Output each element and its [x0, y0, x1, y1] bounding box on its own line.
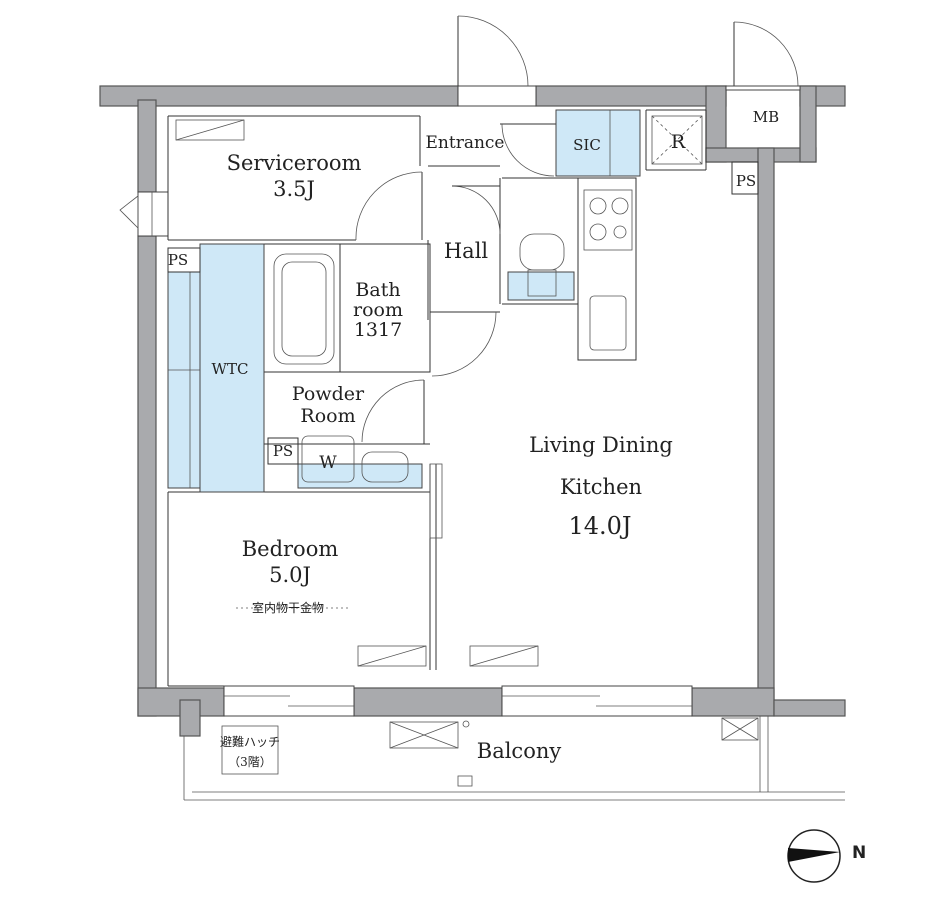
wall-bottom-middle	[353, 687, 503, 717]
bathroom-label-line2: room	[353, 299, 403, 321]
entrance-door	[457, 15, 537, 107]
wtc-label: WTC	[212, 360, 249, 378]
kitchen-sink	[589, 295, 627, 351]
wall-left-upper	[137, 99, 157, 193]
wall-bottom-stub	[179, 699, 201, 737]
serviceroom-size: 3.5J	[273, 177, 315, 201]
wtc-shelf	[167, 271, 201, 489]
wall-left-lower	[137, 235, 157, 717]
sic-label: SIC	[573, 136, 601, 154]
hall-label: Hall	[444, 239, 489, 263]
compass-north-label: N	[852, 843, 866, 863]
ps-left-label: PS	[168, 251, 188, 269]
storage-areas	[167, 109, 641, 493]
interior-lines	[167, 109, 759, 687]
washer-tray	[301, 435, 355, 483]
wall-bottom-right	[691, 687, 775, 717]
hatch-label-line1: 避難ハッチ	[220, 734, 280, 749]
evacuation-hatch	[221, 725, 279, 775]
washer-label: W	[319, 453, 337, 473]
mb-label: MB	[753, 108, 779, 126]
powder-storage	[297, 463, 423, 489]
drying-rack-label: 室内物干金物	[252, 600, 324, 615]
refrigerator-label: R	[671, 131, 686, 153]
ps-top-right-label: PS	[736, 172, 756, 190]
ps-powder-label: PS	[273, 442, 293, 460]
hatch-label-line2: （3階）	[228, 754, 272, 769]
exterior-walls	[99, 85, 846, 737]
wash-basin	[361, 451, 409, 483]
serviceroom-label: Serviceroom	[227, 151, 362, 175]
powder-room-label-line2: Room	[300, 405, 355, 427]
side-window	[119, 191, 169, 237]
bathroom-size: 1317	[354, 319, 402, 341]
toilet	[519, 233, 565, 271]
wall-bottom-extension	[773, 699, 846, 717]
ac-outdoor-unit	[389, 721, 459, 749]
compass: N	[787, 829, 866, 883]
wall-top-middle	[535, 85, 727, 107]
bedroom-size: 5.0J	[269, 563, 311, 587]
refrigerator-space	[651, 115, 703, 165]
wall-mb-right	[799, 85, 817, 163]
entrance-label: Entrance	[426, 133, 505, 153]
bathtub	[273, 253, 335, 365]
bedroom-label: Bedroom	[242, 537, 339, 561]
balcony-area	[183, 716, 845, 801]
balcony-drain	[457, 775, 473, 787]
toilet-storage	[507, 271, 575, 301]
ldk-window	[501, 685, 693, 717]
balcony-label: Balcony	[477, 739, 562, 763]
wall-right	[757, 147, 775, 701]
room-labels: Serviceroom 3.5J Entrance SIC R MB PS Ha…	[168, 108, 779, 769]
ldk-label-line1: Living Dining	[529, 433, 673, 457]
fixtures	[167, 115, 703, 667]
powder-room-label-line1: Powder	[292, 383, 365, 405]
ldk-label-line2: Kitchen	[560, 475, 642, 499]
wtc-storage	[199, 243, 265, 493]
compass-arrow-icon	[788, 848, 840, 862]
bedroom-window	[223, 685, 355, 717]
bathroom-label-line1: Bath	[355, 279, 400, 301]
ldk-size: 14.0J	[568, 512, 631, 540]
stove	[583, 189, 633, 251]
sic-storage	[555, 109, 641, 177]
mb-door	[725, 21, 801, 91]
